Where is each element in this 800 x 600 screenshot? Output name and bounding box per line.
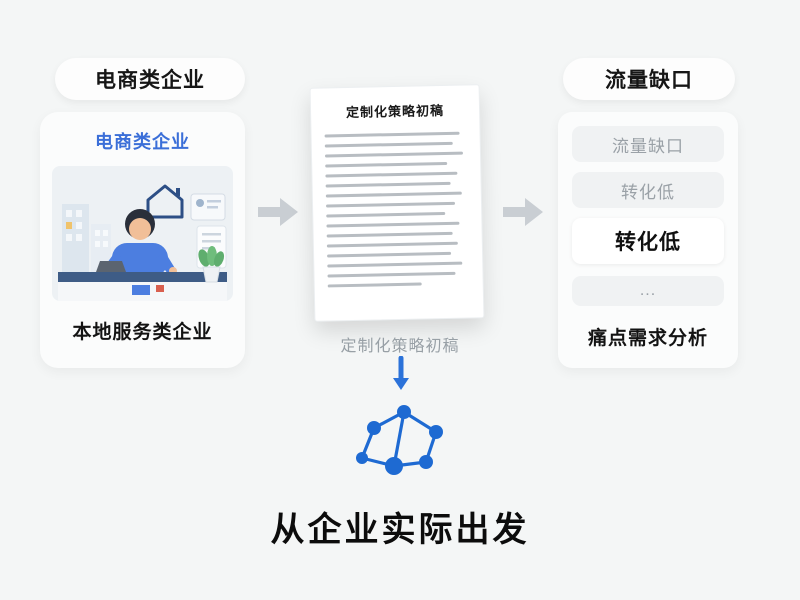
doc-text-line bbox=[324, 131, 460, 138]
doc-lines bbox=[324, 131, 470, 288]
doc-text-line bbox=[325, 161, 448, 168]
doc-text-line bbox=[327, 271, 456, 278]
list-item: 转化低 bbox=[572, 172, 724, 208]
doc-text-line bbox=[326, 241, 458, 248]
headline: 从企业实际出发 bbox=[270, 511, 530, 549]
arrow-right-icon bbox=[258, 198, 298, 226]
list-item-label: 流量缺口 bbox=[612, 136, 684, 156]
arrow-down-icon bbox=[393, 356, 409, 390]
doc-text-line bbox=[326, 231, 454, 238]
right-card: 流量缺口 转化低 转化低 ... 痛点需求分析 bbox=[558, 112, 738, 368]
right-card-caption: 痛点需求分析 bbox=[587, 328, 708, 349]
strategy-document: 定制化策略初稿 bbox=[309, 84, 485, 322]
document-caption: 定制化策略初稿 bbox=[340, 338, 460, 355]
doc-text-line bbox=[327, 251, 451, 258]
doc-text-line bbox=[325, 191, 463, 198]
left-pill-label: 电商类企业 bbox=[95, 69, 205, 92]
doc-text-line bbox=[325, 181, 451, 188]
doc-text-line bbox=[326, 201, 456, 208]
list-item: 流量缺口 bbox=[572, 126, 724, 162]
doc-text-line bbox=[324, 151, 463, 158]
office-worker-illustration bbox=[52, 166, 233, 301]
left-card-title: 电商类企业 bbox=[95, 132, 190, 152]
doc-text-line bbox=[326, 221, 460, 228]
left-pill: 电商类企业 bbox=[55, 58, 245, 100]
left-card-caption: 本地服务类企业 bbox=[72, 322, 213, 343]
list-item-label: ... bbox=[639, 282, 657, 299]
list-item-emphasized: 转化低 bbox=[572, 218, 724, 264]
list-item-label: 转化低 bbox=[615, 231, 681, 254]
list-item-label: 转化低 bbox=[621, 182, 675, 202]
list-item-more: ... bbox=[572, 276, 724, 306]
arrow-right-icon bbox=[503, 198, 543, 226]
doc-text-line bbox=[327, 282, 422, 288]
office-scene-icon bbox=[58, 184, 227, 301]
network-graph-icon bbox=[356, 405, 443, 475]
document-title: 定制化策略初稿 bbox=[345, 102, 445, 121]
right-pill: 流量缺口 bbox=[563, 58, 735, 100]
doc-text-line bbox=[325, 171, 458, 178]
right-pill-label: 流量缺口 bbox=[605, 69, 693, 92]
doc-text-line bbox=[324, 141, 453, 148]
doc-text-line bbox=[326, 211, 446, 218]
left-card: 电商类企业 bbox=[40, 112, 245, 368]
doc-text-line bbox=[327, 261, 463, 268]
